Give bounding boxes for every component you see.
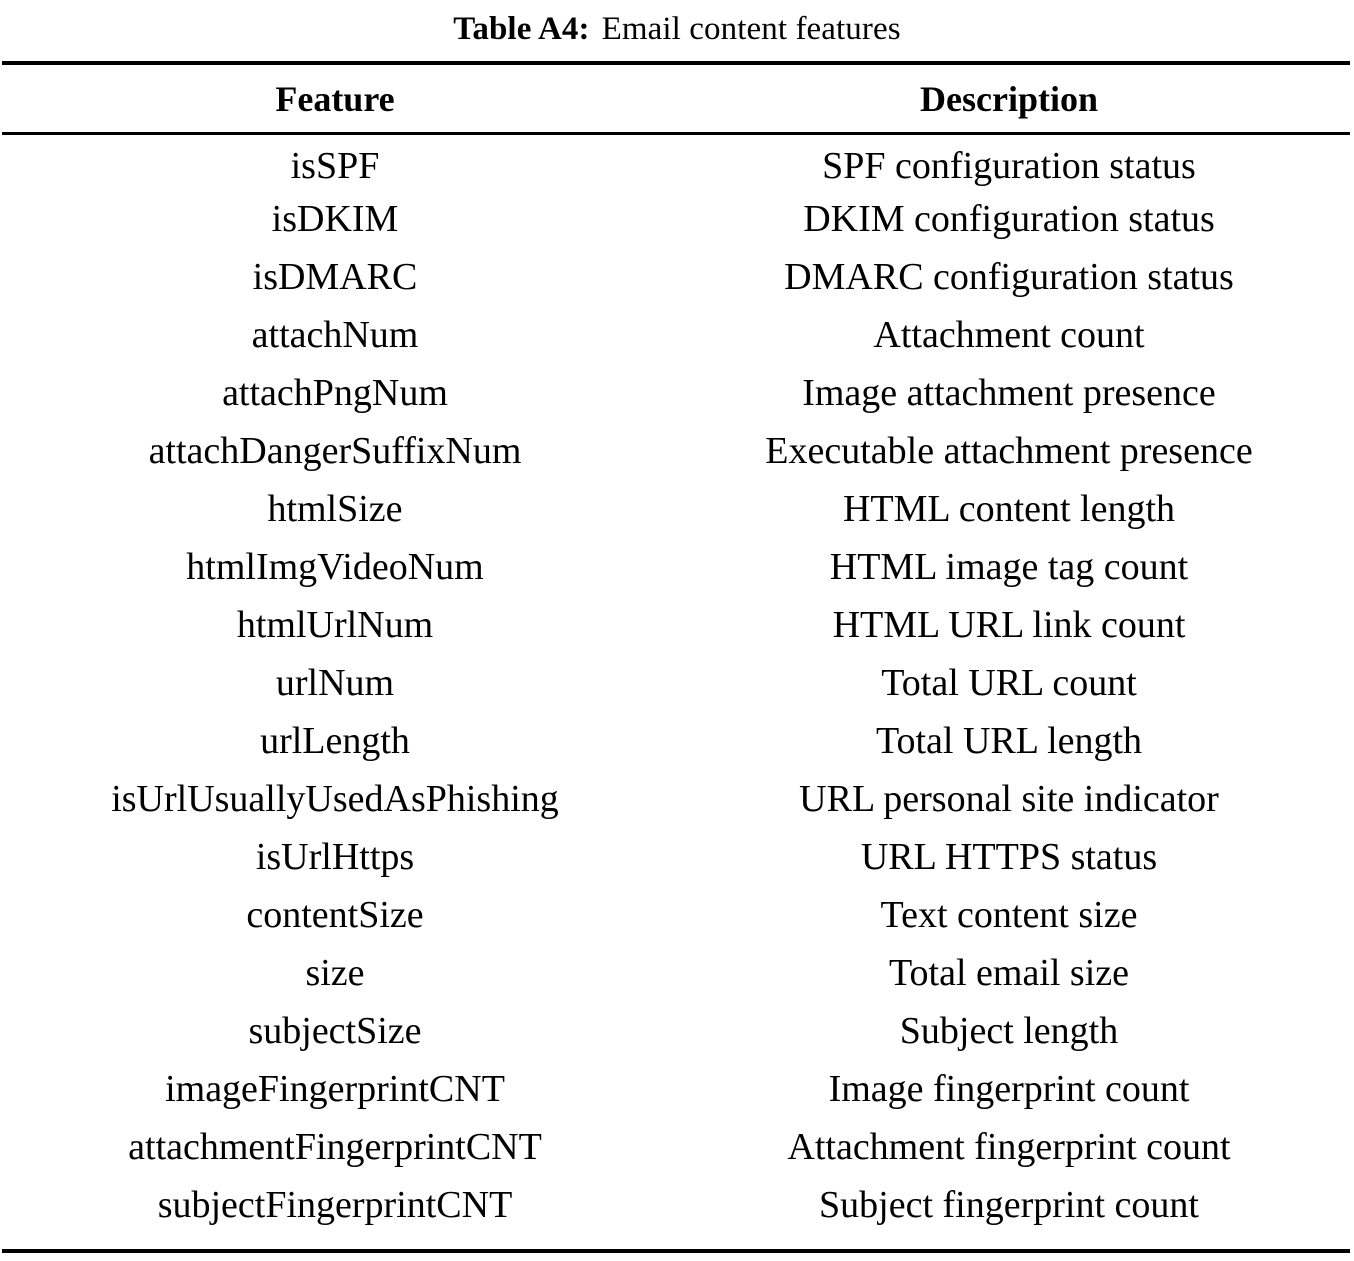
- table-row: htmlImgVideoNum HTML image tag count: [2, 538, 1350, 596]
- cell-feature: htmlImgVideoNum: [186, 546, 484, 588]
- table-row: attachmentFingerprintCNT Attachment finge…: [2, 1118, 1350, 1176]
- table-row: isDMARC DMARC configuration status: [2, 248, 1350, 306]
- cell-description: Executable attachment presence: [765, 430, 1253, 472]
- cell-description: URL personal site indicator: [799, 778, 1219, 820]
- cell-description: HTML content length: [842, 488, 1176, 530]
- cell-description: Text content size: [880, 894, 1138, 936]
- table-row: attachPngNum Image attachment presence: [2, 364, 1350, 422]
- cell-description: Total email size: [888, 952, 1130, 994]
- table-top-rule: [2, 61, 1350, 65]
- table-row: urlNum Total URL count: [2, 654, 1350, 712]
- cell-description: Total URL count: [881, 662, 1137, 704]
- cell-feature: isUrlUsuallyUsedAsPhishing: [111, 778, 559, 820]
- cell-feature: size: [305, 952, 365, 994]
- cell-feature: isDKIM: [271, 198, 399, 240]
- table-row: urlLength Total URL length: [2, 712, 1350, 770]
- table-row: isUrlHttps URL HTTPS status: [2, 828, 1350, 886]
- table-row: isDKIM DKIM configuration status: [2, 190, 1350, 248]
- cell-feature: contentSize: [246, 894, 424, 936]
- cell-feature: attachDangerSuffixNum: [148, 430, 522, 472]
- cell-feature: urlNum: [275, 662, 395, 704]
- table-caption-text: Email content features: [601, 10, 901, 47]
- cell-feature: attachmentFingerprintCNT: [128, 1126, 542, 1168]
- table-row: isSPF SPF configuration status: [2, 132, 1350, 190]
- cell-description: Subject length: [899, 1010, 1119, 1052]
- table-row: isUrlUsuallyUsedAsPhishing URL personal s…: [2, 770, 1350, 828]
- cell-description: URL HTTPS status: [860, 836, 1158, 878]
- cell-description: Attachment fingerprint count: [787, 1126, 1231, 1168]
- cell-description: Attachment count: [873, 314, 1145, 356]
- cell-feature: subjectSize: [248, 1010, 422, 1052]
- cell-feature: isUrlHttps: [255, 836, 415, 878]
- table-caption: Table A4: Email content features: [0, 0, 1354, 58]
- column-header-feature: Feature: [275, 78, 395, 119]
- table-bottom-rule: [2, 1249, 1350, 1253]
- cell-feature: htmlUrlNum: [236, 604, 434, 646]
- cell-feature: urlLength: [260, 720, 410, 762]
- cell-feature: attachPngNum: [222, 372, 448, 414]
- table-row: attachDangerSuffixNum Executable attachme…: [2, 422, 1350, 480]
- table-body: isSPF SPF configuration status isDKIM DKIM …: [2, 132, 1350, 1234]
- cell-description: SPF configuration status: [822, 145, 1196, 187]
- table-row: htmlSize HTML content length: [2, 480, 1350, 538]
- table-row: subjectFingerprintCNT Subject fingerprint…: [2, 1176, 1350, 1234]
- table-header-rule: [2, 132, 1350, 135]
- cell-feature: imageFingerprintCNT: [165, 1068, 505, 1110]
- cell-description: Subject fingerprint count: [819, 1184, 1199, 1226]
- cell-feature: htmlSize: [267, 488, 403, 530]
- table-row: subjectSize Subject length: [2, 1002, 1350, 1060]
- table-header-row: Feature Description: [2, 65, 1350, 132]
- table-row: attachNum Attachment count: [2, 306, 1350, 364]
- cell-feature: attachNum: [251, 314, 419, 356]
- table-row: imageFingerprintCNT Image fingerprint cou…: [2, 1060, 1350, 1118]
- cell-description: HTML URL link count: [832, 604, 1186, 646]
- cell-description: DKIM configuration status: [803, 198, 1215, 240]
- email-content-features-table: Feature Description isSPF SPF configurati…: [2, 65, 1350, 1234]
- table-caption-label: Table A4:: [453, 10, 590, 47]
- cell-description: Image fingerprint count: [828, 1068, 1190, 1110]
- table-header: Feature Description: [2, 65, 1350, 132]
- cell-feature: isSPF: [290, 145, 380, 187]
- cell-description: Total URL length: [875, 720, 1143, 762]
- table-row: contentSize Text content size: [2, 886, 1350, 944]
- column-header-description: Description: [920, 78, 1098, 119]
- cell-feature: isDMARC: [252, 256, 418, 298]
- cell-description: HTML image tag count: [829, 546, 1189, 588]
- cell-feature: subjectFingerprintCNT: [157, 1184, 513, 1226]
- table-row: size Total email size: [2, 944, 1350, 1002]
- table-row: htmlUrlNum HTML URL link count: [2, 596, 1350, 654]
- cell-description: Image attachment presence: [802, 372, 1216, 414]
- cell-description: DMARC configuration status: [784, 256, 1234, 298]
